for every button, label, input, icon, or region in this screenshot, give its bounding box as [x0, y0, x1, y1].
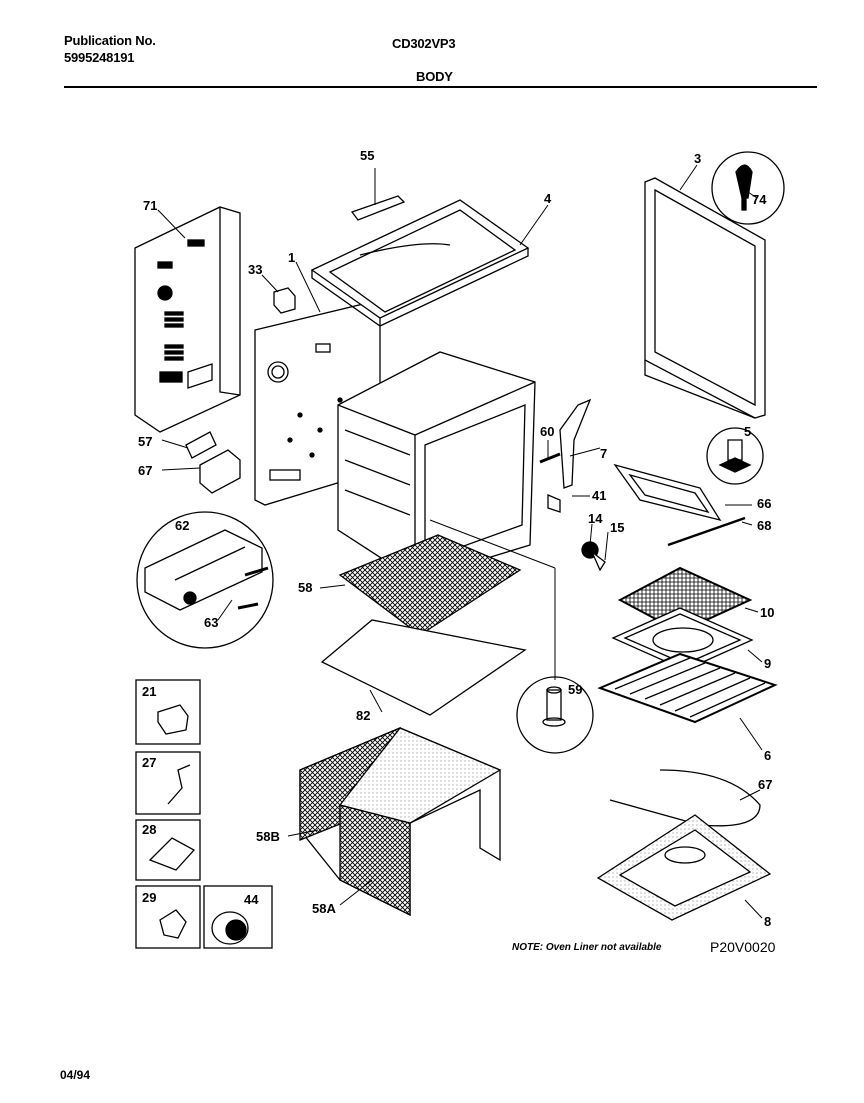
label-9: 9 [764, 656, 771, 671]
part-57-bracket [185, 431, 217, 459]
label-10: 10 [760, 605, 774, 620]
label-59: 59 [568, 682, 582, 697]
label-57: 57 [138, 434, 152, 449]
header-rule [64, 86, 817, 88]
leader-lines [157, 164, 763, 919]
part-4-top-tray [310, 199, 530, 327]
part-60-bracket [539, 452, 561, 464]
label-63: 63 [204, 615, 218, 630]
oven-cavity [337, 351, 536, 581]
part-67-wire [609, 769, 761, 827]
label-14: 14 [588, 511, 603, 526]
label-60: 60 [540, 424, 554, 439]
label-15: 15 [610, 520, 624, 535]
label-29: 29 [142, 890, 156, 905]
publication-number: 5995248191 [64, 50, 135, 65]
part-82-bottom-plate [320, 619, 527, 716]
part-29-box [135, 885, 201, 949]
label-82: 82 [356, 708, 370, 723]
model-number: CD302VP3 [392, 36, 456, 51]
part-44-box [203, 885, 273, 949]
label-6: 6 [764, 748, 771, 763]
part-59-callout [516, 676, 594, 754]
part-28-box [135, 819, 201, 881]
label-62: 62 [175, 518, 189, 533]
part-68-sensor [667, 516, 746, 547]
section-title: BODY [416, 69, 453, 84]
part-66-bake-element [613, 463, 722, 522]
label-58: 58 [298, 580, 312, 595]
part-33-bracket [273, 287, 296, 314]
part-3-door-frame [644, 177, 766, 419]
label-55: 55 [360, 148, 374, 163]
label-44: 44 [244, 892, 259, 907]
label-5: 5 [744, 424, 751, 439]
part-58-insulation [338, 534, 522, 636]
part-71-rear-panel [134, 206, 241, 433]
part-labels: 55 71 1 33 4 3 74 5 57 67 60 7 41 66 68 … [138, 148, 774, 929]
part-21-box [135, 679, 201, 745]
label-4: 4 [544, 191, 552, 206]
part-9-broiler-pan [611, 607, 754, 671]
part-67-bracket [199, 449, 241, 494]
footnote: NOTE: Oven Liner not available [512, 942, 662, 953]
label-1: 1 [288, 250, 295, 265]
label-27: 27 [142, 755, 156, 770]
part-15-knob-insert [591, 551, 606, 572]
label-67-top: 67 [138, 463, 152, 478]
part-8-oven-bottom [596, 814, 772, 921]
part-74-callout [711, 151, 785, 225]
label-58B: 58B [256, 829, 280, 844]
label-71: 71 [143, 198, 157, 213]
label-33: 33 [248, 262, 262, 277]
label-58A: 58A [312, 901, 336, 916]
part-7-bracket [559, 398, 592, 489]
part-41-clip [547, 494, 561, 513]
publication-label: Publication No. [64, 33, 156, 48]
revision-date: 04/94 [60, 1068, 91, 1082]
diagram-code: P20V0020 [710, 939, 776, 955]
label-41: 41 [592, 488, 606, 503]
label-66: 66 [757, 496, 771, 511]
element-inner [628, 473, 710, 514]
label-74: 74 [752, 192, 767, 207]
part-5-leveling-leg [706, 427, 764, 485]
part-6-oven-rack [597, 652, 778, 724]
part-62-callout [136, 511, 274, 649]
label-21: 21 [142, 684, 156, 699]
part-58-wrapper [299, 727, 502, 917]
label-3: 3 [694, 151, 701, 166]
label-68: 68 [757, 518, 771, 533]
label-8: 8 [764, 914, 771, 929]
part-55-bracket [350, 195, 406, 221]
label-67: 67 [758, 777, 772, 792]
label-7: 7 [600, 446, 607, 461]
label-28: 28 [142, 822, 156, 837]
part-27-box [135, 751, 201, 815]
